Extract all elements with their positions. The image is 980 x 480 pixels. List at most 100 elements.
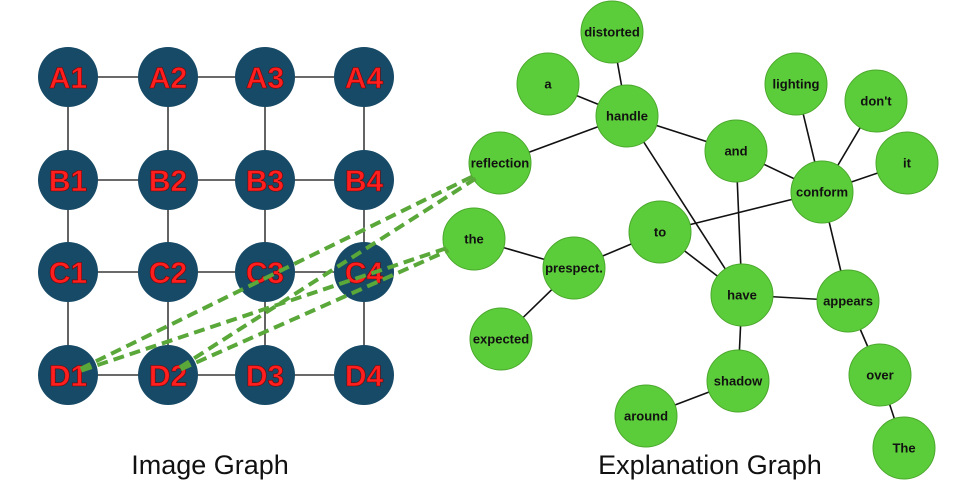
grid-node-label: B4 (345, 165, 384, 198)
word-node-circle (764, 52, 828, 116)
grid-node-c4: C4 (334, 242, 394, 302)
grid-node-a1: A1 (38, 47, 98, 107)
grid-node-circle (334, 47, 394, 107)
word-node-prespect: prespect. (542, 236, 606, 300)
grid-node-d3: D3 (235, 345, 295, 405)
word-node-distorted: distorted (580, 0, 644, 64)
grid-node-a4: A4 (334, 47, 394, 107)
word-node-circle (442, 207, 506, 271)
word-node-lighting: lighting (764, 52, 828, 116)
grid-node-circle (38, 150, 98, 210)
cross-edge-d1-the (80, 245, 449, 373)
grid-node-circle (138, 47, 198, 107)
grid-node-label: D4 (345, 360, 384, 393)
word-node-appears: appears (816, 269, 880, 333)
word-node-label: prespect. (545, 261, 603, 276)
word-node-and: and (704, 119, 768, 183)
grid-node-circle (235, 345, 295, 405)
grid-node-c2: C2 (138, 242, 198, 302)
word-node-label: a (544, 77, 552, 92)
word-node-label: to (654, 225, 666, 240)
grid-node-c1: C1 (38, 242, 98, 302)
word-node-label: expected (473, 332, 529, 347)
word-node-label: reflection (471, 156, 530, 171)
word-node-reflection: reflection (468, 131, 532, 195)
word-node-label: the (464, 232, 484, 247)
cross-edge-d1-reflection (79, 173, 476, 371)
grid-node-label: C2 (149, 257, 187, 290)
word-node-label: conform (796, 185, 848, 200)
grid-node-b1: B1 (38, 150, 98, 210)
grid-node-label: A3 (246, 62, 284, 95)
grid-node-a3: A3 (235, 47, 295, 107)
word-node-label: The (892, 441, 915, 456)
word-node-circle (468, 131, 532, 195)
word-node-a: a (516, 52, 580, 116)
word-node-label: lighting (773, 77, 820, 92)
word-node-the: The (872, 416, 936, 480)
grid-node-b3: B3 (235, 150, 295, 210)
image-graph-caption: Image Graph (131, 450, 289, 480)
word-node-conform: conform (790, 160, 854, 224)
grid-node-circle (235, 47, 295, 107)
word-node-circle (595, 84, 659, 148)
word-node-circle (872, 416, 936, 480)
word-node-handle: handle (595, 84, 659, 148)
word-node-label: have (727, 288, 757, 303)
grid-node-label: A1 (49, 62, 87, 95)
cross-edge-d2-reflection (178, 176, 478, 370)
word-node-circle (875, 131, 939, 195)
word-node-shadow: shadow (706, 349, 770, 413)
word-node-circle (516, 52, 580, 116)
grid-node-label: C1 (49, 257, 87, 290)
word-node-the: the (442, 207, 506, 271)
grid-node-circle (38, 47, 98, 107)
cross-graph-edges (79, 173, 478, 373)
grid-node-circle (38, 242, 98, 302)
word-node-circle (844, 69, 908, 133)
grid-node-circle (235, 150, 295, 210)
word-node-circle (542, 236, 606, 300)
word-node-it: it (875, 131, 939, 195)
word-node-circle (706, 349, 770, 413)
grid-node-d2: D2 (138, 345, 198, 405)
word-node-around: around (614, 384, 678, 448)
word-node-circle (816, 269, 880, 333)
grid-node-label: C4 (345, 257, 384, 290)
word-edge-handle-have (626, 115, 743, 296)
explanation-graph-caption: Explanation Graph (598, 450, 822, 480)
grid-node-label: A4 (345, 62, 384, 95)
grid-node-d4: D4 (334, 345, 394, 405)
grid-node-b2: B2 (138, 150, 198, 210)
word-node-circle (704, 119, 768, 183)
grid-node-circle (138, 242, 198, 302)
word-node-circle (614, 384, 678, 448)
word-node-label: around (624, 409, 668, 424)
grid-node-b4: B4 (334, 150, 394, 210)
word-node-circle (848, 343, 912, 407)
grid-node-circle (38, 345, 98, 405)
grid-node-label: D3 (246, 360, 284, 393)
word-node-label: shadow (714, 374, 763, 389)
word-node-dont: don't (844, 69, 908, 133)
grid-node-a2: A2 (138, 47, 198, 107)
word-node-circle (710, 263, 774, 327)
word-node-label: it (903, 156, 912, 171)
grid-node-d1: D1 (38, 345, 98, 405)
grid-node-label: B2 (149, 165, 187, 198)
word-node-label: don't (860, 94, 892, 109)
word-node-expected: expected (469, 307, 533, 371)
word-node-circle (628, 200, 692, 264)
word-node-label: over (866, 368, 893, 383)
word-node-label: distorted (584, 25, 640, 40)
image-graph-edges (67, 76, 365, 376)
word-node-label: handle (606, 109, 648, 124)
word-node-over: over (848, 343, 912, 407)
word-node-to: to (628, 200, 692, 264)
cross-edge-d2-the (179, 248, 450, 372)
grid-node-circle (138, 345, 198, 405)
word-node-have: have (710, 263, 774, 327)
grid-node-label: A2 (149, 62, 187, 95)
word-node-circle (790, 160, 854, 224)
